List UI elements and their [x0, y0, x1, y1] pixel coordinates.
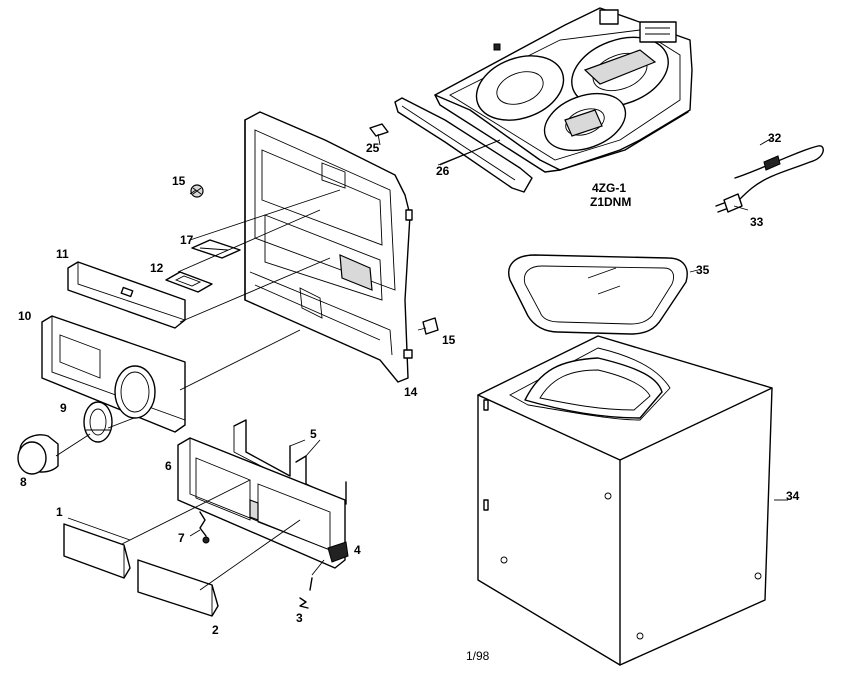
label-part-11: 11: [56, 247, 69, 261]
part-15-clip-upper: [190, 184, 204, 198]
label-part-17: 17: [180, 233, 194, 247]
part-2-button: [137, 559, 219, 617]
label-part-1: 1: [56, 505, 63, 519]
label-part-2: 2: [212, 623, 219, 637]
part-8-knob: [17, 434, 59, 475]
part-25-clip: [369, 123, 389, 137]
part-12-switch: [165, 271, 213, 293]
part-6-front-frame: [177, 437, 346, 569]
part-3-spring: [299, 577, 313, 609]
label-part-9: 9: [60, 401, 67, 415]
label-part-34: 34: [786, 489, 800, 503]
part-14-front-chassis: [244, 111, 413, 383]
footer-code: 1/98: [466, 649, 490, 663]
label-part-12: 12: [150, 261, 164, 275]
label-part-4: 4: [354, 543, 361, 557]
label-part-14: 14: [404, 385, 418, 399]
label-part-26: 26: [436, 164, 450, 178]
leader-lines: [55, 133, 788, 591]
label-part-32: 32: [768, 131, 782, 145]
power-cord: [715, 145, 824, 213]
label-part-3: 3: [296, 611, 303, 625]
label-part-15-lower: 15: [442, 333, 456, 347]
label-part-33: 33: [750, 215, 764, 229]
cd-changer-mechanism: [434, 7, 693, 173]
mechanism-model-line1: 4ZG-1: [592, 181, 626, 195]
part-11-display-panel: [67, 261, 186, 329]
part-7-spring: [199, 511, 210, 544]
part-9-knob-ring: [83, 401, 113, 443]
label-part-35: 35: [696, 263, 710, 277]
part-34-cabinet: [477, 335, 773, 666]
label-part-8: 8: [20, 475, 27, 489]
part-15-clip-lower: [422, 317, 439, 335]
label-part-25: 25: [366, 141, 380, 155]
label-part-10: 10: [18, 309, 32, 323]
label-part-15-upper: 15: [172, 174, 186, 188]
part-35-top-glass: [508, 254, 688, 400]
label-part-5: 5: [310, 427, 317, 441]
label-part-6: 6: [165, 459, 172, 473]
part-10-front-panel: [41, 315, 186, 433]
part-4-lever: [327, 541, 349, 563]
label-part-7: 7: [178, 531, 185, 545]
mechanism-model-line2: Z1DNM: [590, 195, 631, 209]
part-17-bracket: [191, 239, 241, 259]
part-1-button: [63, 523, 131, 579]
